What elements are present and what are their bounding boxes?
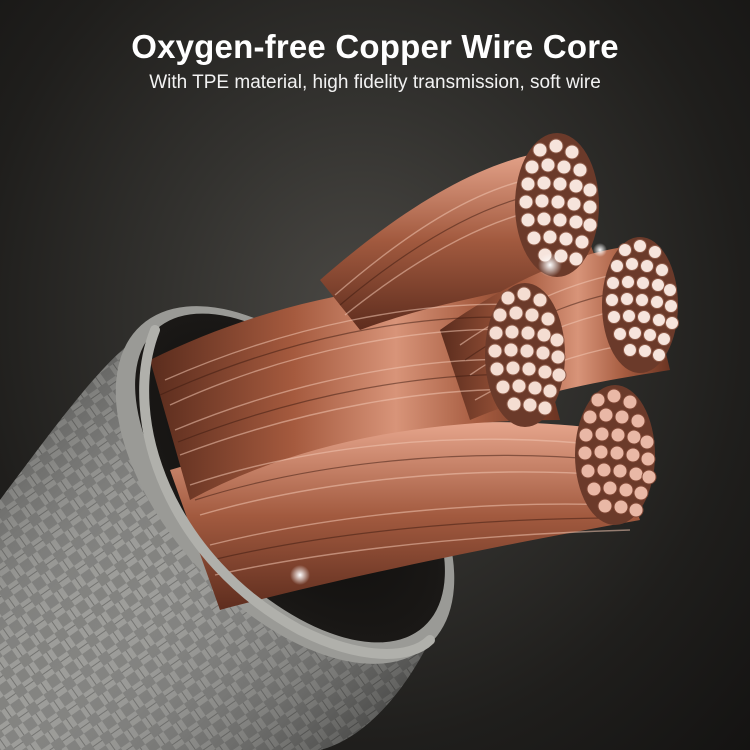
wire-end-top (515, 133, 599, 277)
wire-end-bottom (575, 385, 657, 525)
subheadline: With TPE material, high fidelity transmi… (149, 72, 601, 93)
wire-end-middle (485, 283, 567, 427)
wire-end-right (602, 237, 679, 373)
sparkle-highlights (290, 243, 607, 585)
sheath-lip (139, 325, 435, 659)
headline: Oxygen-free Copper Wire Core (131, 28, 619, 65)
